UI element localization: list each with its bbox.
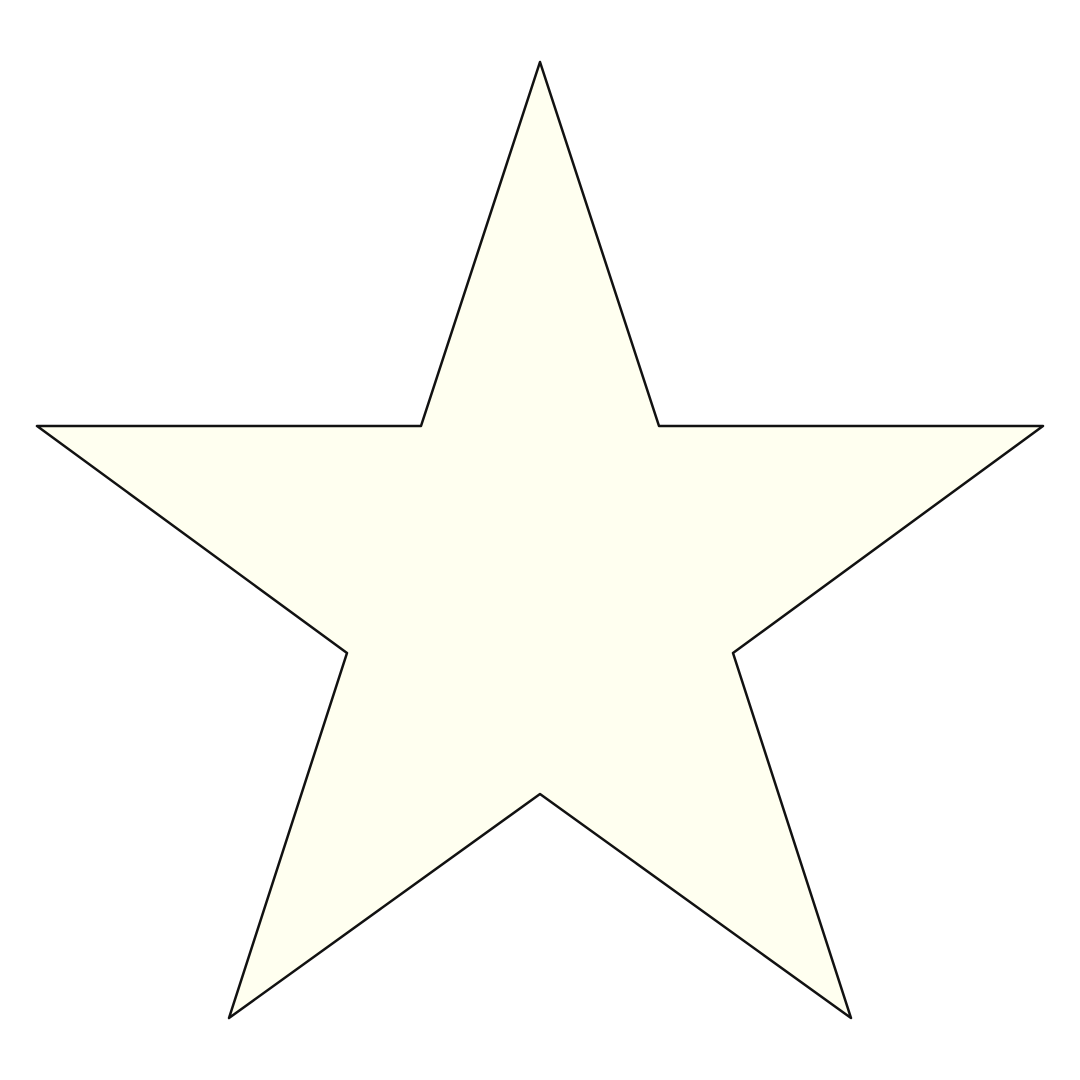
five-pointed-star-shape <box>35 60 1045 1020</box>
